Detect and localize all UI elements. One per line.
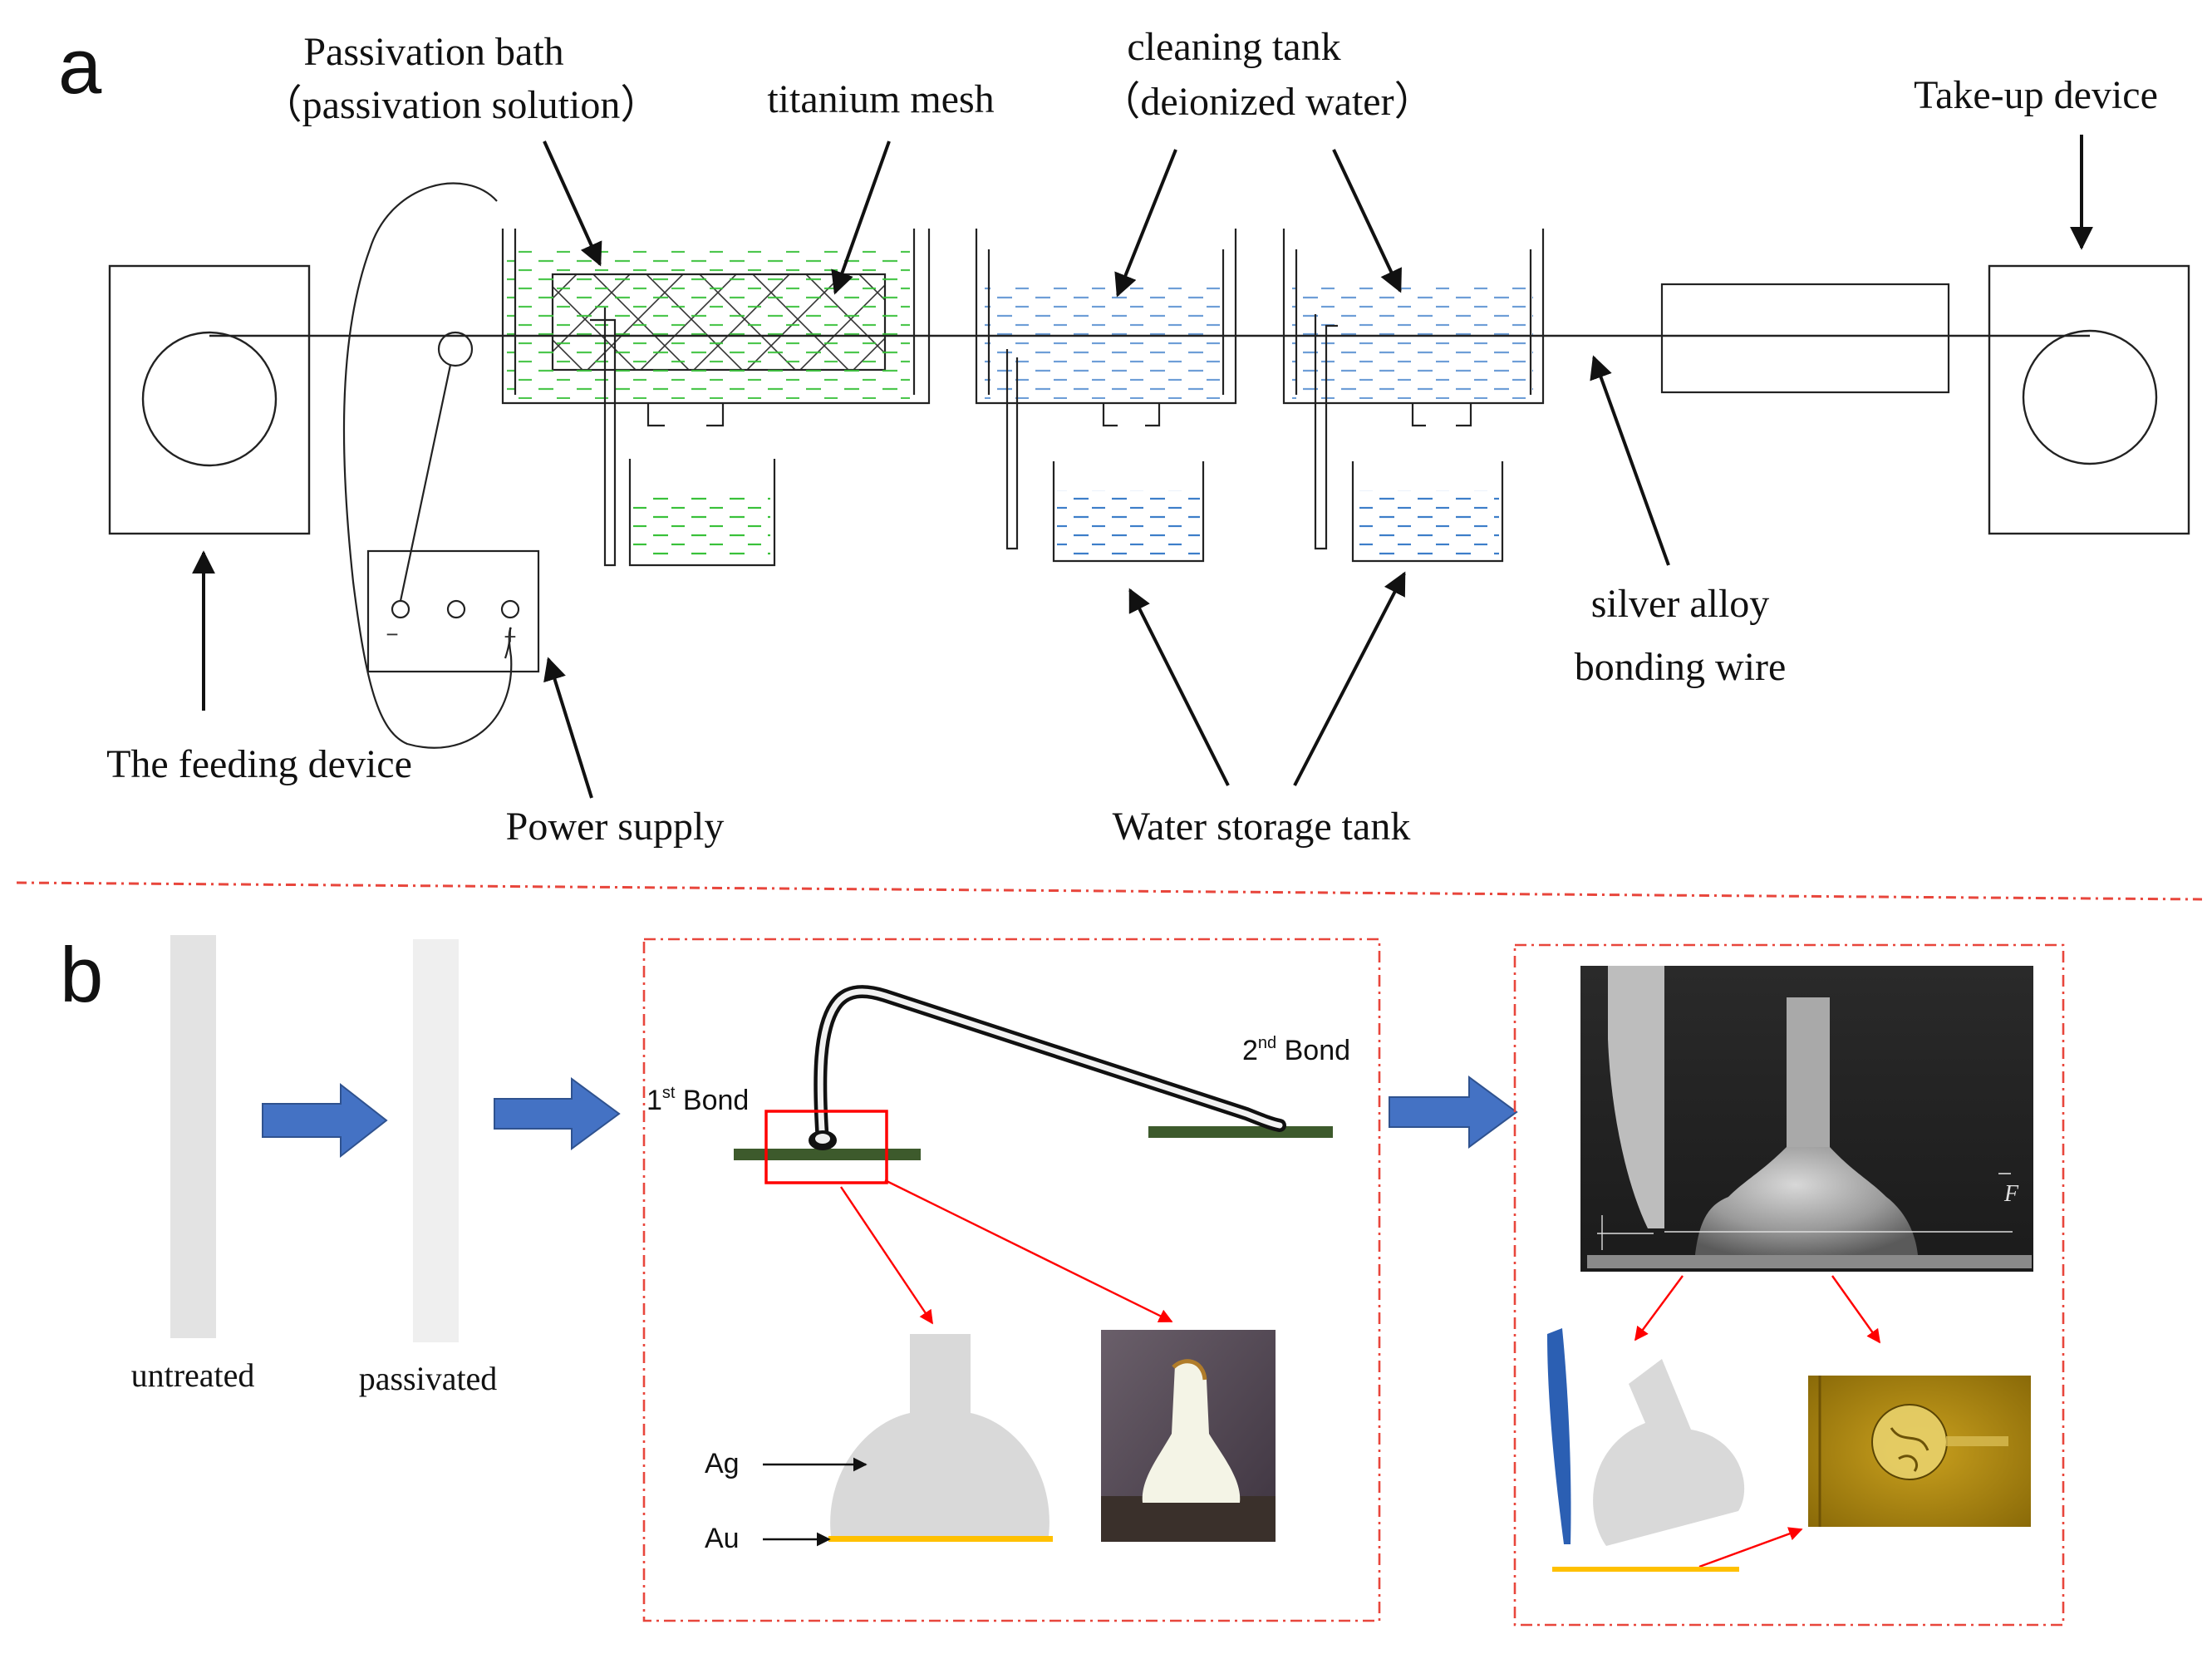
panel-letter-a: a	[58, 22, 102, 110]
label-passivation-bath: Passivation bath	[303, 30, 563, 74]
sheared-gold-pad	[1552, 1567, 1739, 1572]
arrow-cleaning-tank-1	[1114, 149, 1177, 298]
panel-a: a − +	[58, 22, 2190, 849]
shear-blade	[1547, 1328, 1571, 1544]
label-force: F	[2003, 1181, 2019, 1207]
label-water-storage-tank: Water storage tank	[1113, 805, 1411, 849]
label-take-up-device: Take-up device	[1914, 73, 2158, 117]
sem-shear-test-image	[1580, 966, 2033, 1272]
optical-micrograph	[1101, 1330, 1276, 1542]
zoom-arrow-sheared-schematic	[1634, 1275, 1684, 1341]
passivated-wire-sample	[413, 939, 459, 1342]
callout-arrows-a	[192, 135, 2093, 799]
sheared-ball-schematic	[1547, 1328, 1745, 1572]
first-bond-highlight	[764, 1110, 888, 1184]
panel-b: b untreated passivated 1st Bond 2nd Bond	[60, 931, 2065, 1627]
panel-letter-b: b	[60, 931, 103, 1018]
label-power-supply: Power supply	[506, 805, 725, 849]
shear-tool	[1608, 966, 1664, 1228]
label-passivation-solution: （passivation solution）	[263, 83, 661, 127]
gold-pad-micrograph	[1808, 1376, 2031, 1527]
label-feeding-device: The feeding device	[106, 742, 412, 786]
minus-sign: −	[386, 622, 398, 647]
passivation-bath	[501, 229, 931, 567]
process-arrow-1	[262, 1082, 388, 1159]
power-supply	[342, 182, 540, 749]
feeding-device-box	[108, 264, 311, 535]
silver-ball	[830, 1334, 1049, 1536]
label-passivated: passivated	[359, 1360, 498, 1397]
cleaning-tank-1	[975, 229, 1237, 563]
zoom-arrow-gold-micrograph	[1831, 1275, 1880, 1344]
arrow-titanium-mesh	[831, 140, 891, 295]
take-up-device-box	[1988, 264, 2190, 535]
label-deionized-water: （deionized water）	[1100, 80, 1433, 124]
arrow-cleaning-tank-2	[1332, 149, 1402, 293]
plus-sign: +	[504, 624, 516, 649]
sem-ball	[1695, 1147, 1918, 1255]
label-ag: Ag	[705, 1448, 740, 1479]
power-lead-loop	[342, 182, 513, 749]
feeding-device	[108, 264, 311, 535]
water-storage-liquid-2	[1356, 490, 1499, 557]
feeding-spool	[141, 331, 278, 467]
zoom-arrow-optical	[884, 1179, 1173, 1323]
passivation-storage-liquid	[633, 492, 770, 560]
ball-bond-schematic	[828, 1334, 1053, 1542]
take-up-spool	[2022, 329, 2158, 465]
arrow-bonding-wire	[1590, 355, 1670, 566]
passivation-solution	[507, 249, 910, 399]
wire-bond-loop	[734, 985, 1333, 1184]
negative-terminal	[391, 599, 410, 619]
power-supply-box	[366, 549, 540, 673]
label-first-bond: 1st Bond	[646, 1084, 749, 1116]
zoom-arrows-2	[1634, 1275, 1880, 1568]
label-au: Au	[705, 1523, 740, 1554]
take-up-device	[1988, 264, 2190, 535]
sem-wire	[1787, 997, 1830, 1147]
ag-au-arrows	[763, 1457, 868, 1547]
second-bond-pad	[1148, 1126, 1333, 1138]
sheared-ball	[1593, 1359, 1745, 1546]
deionized-water-1	[985, 283, 1226, 399]
first-bond-pad	[734, 1149, 921, 1160]
guide-roller	[437, 331, 474, 367]
bond-detail-box	[642, 938, 1381, 1622]
deionized-water-2	[1292, 283, 1533, 399]
label-untreated: untreated	[131, 1356, 255, 1394]
label-bonding-wire: bonding wire	[1575, 645, 1787, 689]
zoom-arrows-1	[840, 1179, 1173, 1325]
process-arrows	[262, 1076, 1518, 1159]
panel-divider	[16, 881, 2203, 901]
middle-terminal	[446, 599, 466, 619]
shear-test-box	[1513, 943, 2065, 1627]
arrow-passivation-bath	[543, 140, 602, 267]
arrow-water-storage-1	[1128, 588, 1230, 786]
arrow-power-supply	[543, 657, 593, 799]
label-silver-alloy: silver alloy	[1591, 582, 1770, 626]
arrow-pad-to-micrograph	[1698, 1527, 1803, 1568]
label-second-bond: 2nd Bond	[1242, 1034, 1350, 1066]
untreated-wire-sample	[170, 935, 216, 1338]
zoom-arrow-schematic	[840, 1186, 933, 1325]
process-arrow-2	[494, 1077, 621, 1150]
sem-substrate	[1587, 1255, 2032, 1268]
label-titanium-mesh: titanium mesh	[767, 77, 994, 121]
positive-lead	[504, 627, 512, 659]
cleaning-tank-2	[1282, 229, 1545, 563]
negative-lead	[399, 352, 455, 602]
label-cleaning-tank: cleaning tank	[1127, 25, 1340, 69]
water-storage-liquid-1	[1057, 490, 1200, 557]
arrow-water-storage-2	[1293, 571, 1406, 786]
drying-tube	[1660, 283, 1950, 394]
process-arrow-3	[1389, 1076, 1518, 1149]
positive-terminal	[500, 599, 520, 619]
gold-pad-line	[828, 1536, 1053, 1542]
